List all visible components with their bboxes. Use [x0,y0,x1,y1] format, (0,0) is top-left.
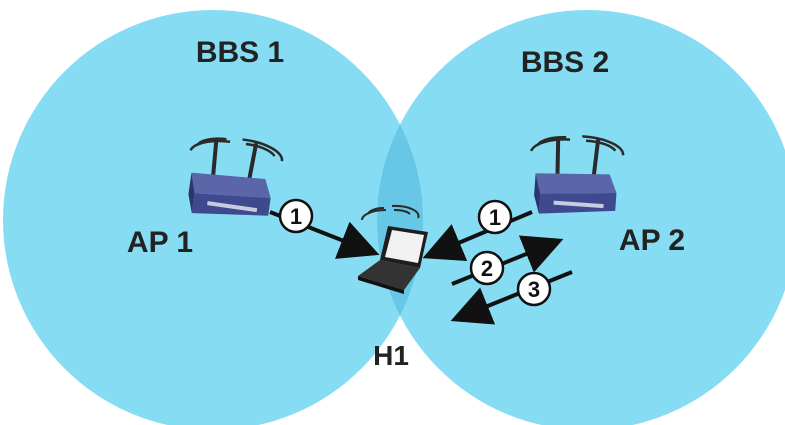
bss2-label: BBS 2 [521,46,609,79]
svg-text:1: 1 [290,204,302,229]
wireless-router-icon [188,137,284,216]
h1-label: H1 [373,340,409,371]
step-badge-request: 2 [469,250,505,286]
svg-text:2: 2 [481,256,493,281]
bss1-coverage [3,10,423,425]
svg-text:1: 1 [489,205,501,230]
step-badge-reply: 3 [516,271,552,307]
svg-text:3: 3 [528,277,540,302]
ap1-label: AP 1 [127,226,193,259]
arrow-ap2-to-h1 [422,210,533,261]
laptop-icon [358,204,428,294]
step-badge-ap1: 1 [278,198,314,234]
step-badge-ap2: 1 [477,199,513,235]
arrow-h1-to-ap2 [451,235,564,286]
bss1-label: BBS 1 [196,36,284,69]
wireless-router-icon [530,135,625,214]
arrow-ap2-to-h1-reply [450,270,573,325]
ap2-label: AP 2 [619,224,685,257]
